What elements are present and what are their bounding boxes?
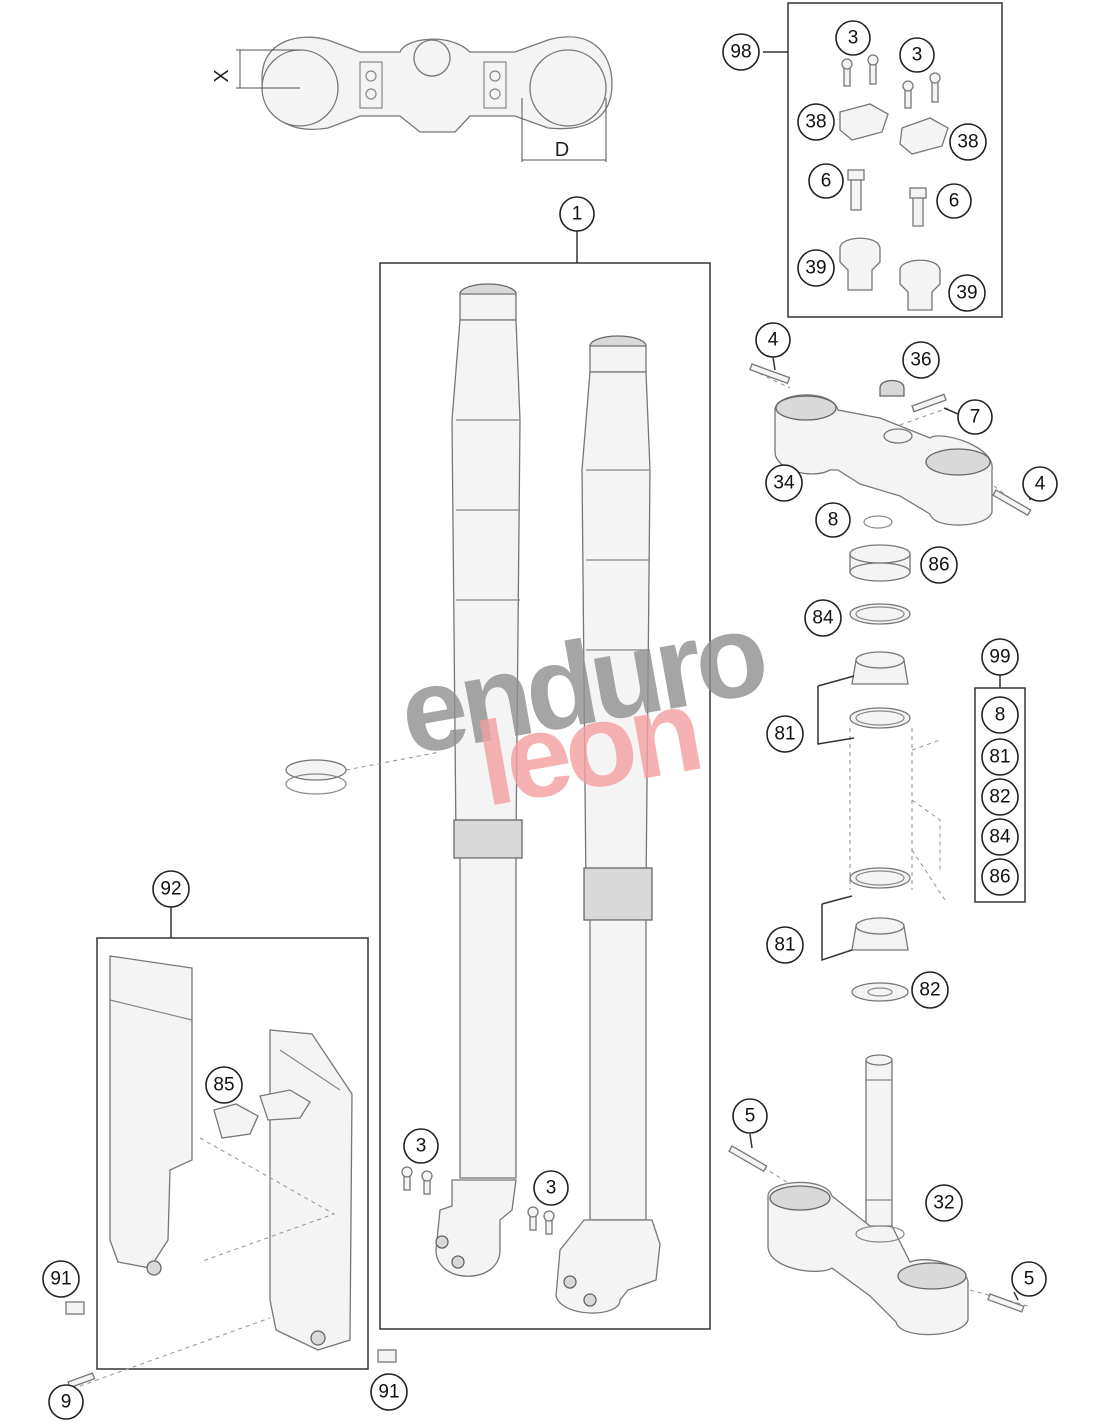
callout-marker: 3 xyxy=(533,1170,569,1206)
callout-label: 91 xyxy=(378,1382,399,1403)
callout-label: 39 xyxy=(805,258,826,279)
callout-marker: 3 xyxy=(899,37,935,73)
callout-label: 6 xyxy=(821,171,832,192)
callout-label: 34 xyxy=(773,473,795,494)
dimension-label-d: D xyxy=(555,139,569,161)
callout-marker: 38 xyxy=(949,123,987,161)
callout-label: 39 xyxy=(956,283,977,304)
callout-marker: 91 xyxy=(370,1373,408,1411)
callout-markers: 1 98 3 3 38 38 6 6 39 39 4 36 7 34 4 8 8… xyxy=(42,20,1058,1420)
callout-marker: 38 xyxy=(797,103,835,141)
callout-label: 98 xyxy=(730,42,751,63)
callout-label: 3 xyxy=(416,1136,427,1157)
callout-label: 81 xyxy=(989,747,1010,768)
callout-label: 82 xyxy=(919,980,940,1001)
callout-marker: 34 xyxy=(765,464,803,502)
callout-marker: 82 xyxy=(981,778,1019,816)
callout-label: 84 xyxy=(989,827,1011,848)
callout-marker: 81 xyxy=(766,926,804,964)
callout-marker: 5 xyxy=(1011,1261,1047,1297)
callout-marker: 92 xyxy=(152,870,190,908)
callout-marker: 82 xyxy=(911,971,949,1009)
upper-triple-clamp xyxy=(749,363,1032,582)
callout-label: 9 xyxy=(61,1392,72,1413)
callout-label: 36 xyxy=(910,350,931,371)
callout-label: 3 xyxy=(912,45,923,66)
callout-label: 85 xyxy=(213,1075,234,1096)
callout-label: 5 xyxy=(745,1106,756,1127)
callout-marker: 4 xyxy=(755,322,791,358)
handlebar-clamp-kit xyxy=(763,2,1003,318)
callout-marker: 81 xyxy=(981,738,1019,776)
callout-label: 82 xyxy=(989,787,1010,808)
callout-label: 3 xyxy=(546,1178,557,1199)
callout-label: 32 xyxy=(933,1193,954,1214)
callout-marker: 8 xyxy=(815,502,851,538)
lower-triple-clamp xyxy=(728,1054,1029,1336)
callout-marker: 39 xyxy=(948,274,986,312)
callout-marker: 84 xyxy=(981,818,1019,856)
callout-marker: 6 xyxy=(808,163,844,199)
callout-marker: 99 xyxy=(981,638,1019,676)
callout-marker: 81 xyxy=(766,715,804,753)
callout-label: 38 xyxy=(805,112,826,133)
callout-label: 91 xyxy=(50,1269,71,1290)
callout-marker: 86 xyxy=(920,546,958,584)
callout-label: 7 xyxy=(970,407,981,428)
callout-marker: 5 xyxy=(732,1098,768,1134)
callout-label: 8 xyxy=(828,510,839,531)
callout-marker: 7 xyxy=(957,399,993,435)
callout-label: 81 xyxy=(774,935,795,956)
callout-label: 1 xyxy=(572,204,583,225)
callout-marker: 1 xyxy=(559,196,595,232)
callout-label: 5 xyxy=(1024,1269,1035,1290)
callout-marker: 86 xyxy=(981,858,1019,896)
dimension-label-x: X xyxy=(211,69,233,82)
callout-marker: 8 xyxy=(981,696,1019,734)
callout-marker: 4 xyxy=(1022,466,1058,502)
steering-head-bearings xyxy=(817,603,946,1002)
triple-clamp-top-view: X D xyxy=(211,36,613,162)
fork-guard-set xyxy=(65,907,397,1389)
callout-label: 99 xyxy=(989,647,1010,668)
callout-marker: 3 xyxy=(403,1128,439,1164)
callout-label: 84 xyxy=(812,608,834,629)
callout-label: 92 xyxy=(160,879,181,900)
callout-marker: 9 xyxy=(48,1384,84,1420)
callout-label: 6 xyxy=(949,191,960,212)
callout-marker: 39 xyxy=(797,249,835,287)
callout-label: 38 xyxy=(957,132,978,153)
callout-marker: 91 xyxy=(42,1260,80,1298)
callout-label: 3 xyxy=(848,28,859,49)
callout-marker: 84 xyxy=(804,599,842,637)
callout-label: 86 xyxy=(928,555,949,576)
callout-marker: 85 xyxy=(205,1066,243,1104)
callout-marker: 98 xyxy=(722,33,760,71)
callout-marker: 6 xyxy=(936,183,972,219)
callout-label: 4 xyxy=(1035,474,1046,495)
fork-seal-ring xyxy=(285,751,441,795)
callout-label: 4 xyxy=(768,330,779,351)
front-fork-assembly xyxy=(379,231,711,1330)
callout-label: 86 xyxy=(989,867,1010,888)
callout-label: 8 xyxy=(995,705,1006,726)
steering-bearing-kit-box xyxy=(974,674,1026,903)
callout-marker: 32 xyxy=(925,1184,963,1222)
callout-label: 81 xyxy=(774,724,795,745)
callout-marker: 3 xyxy=(835,20,871,56)
watermark-logo: enduro leon xyxy=(390,587,773,832)
callout-marker: 36 xyxy=(902,341,940,379)
